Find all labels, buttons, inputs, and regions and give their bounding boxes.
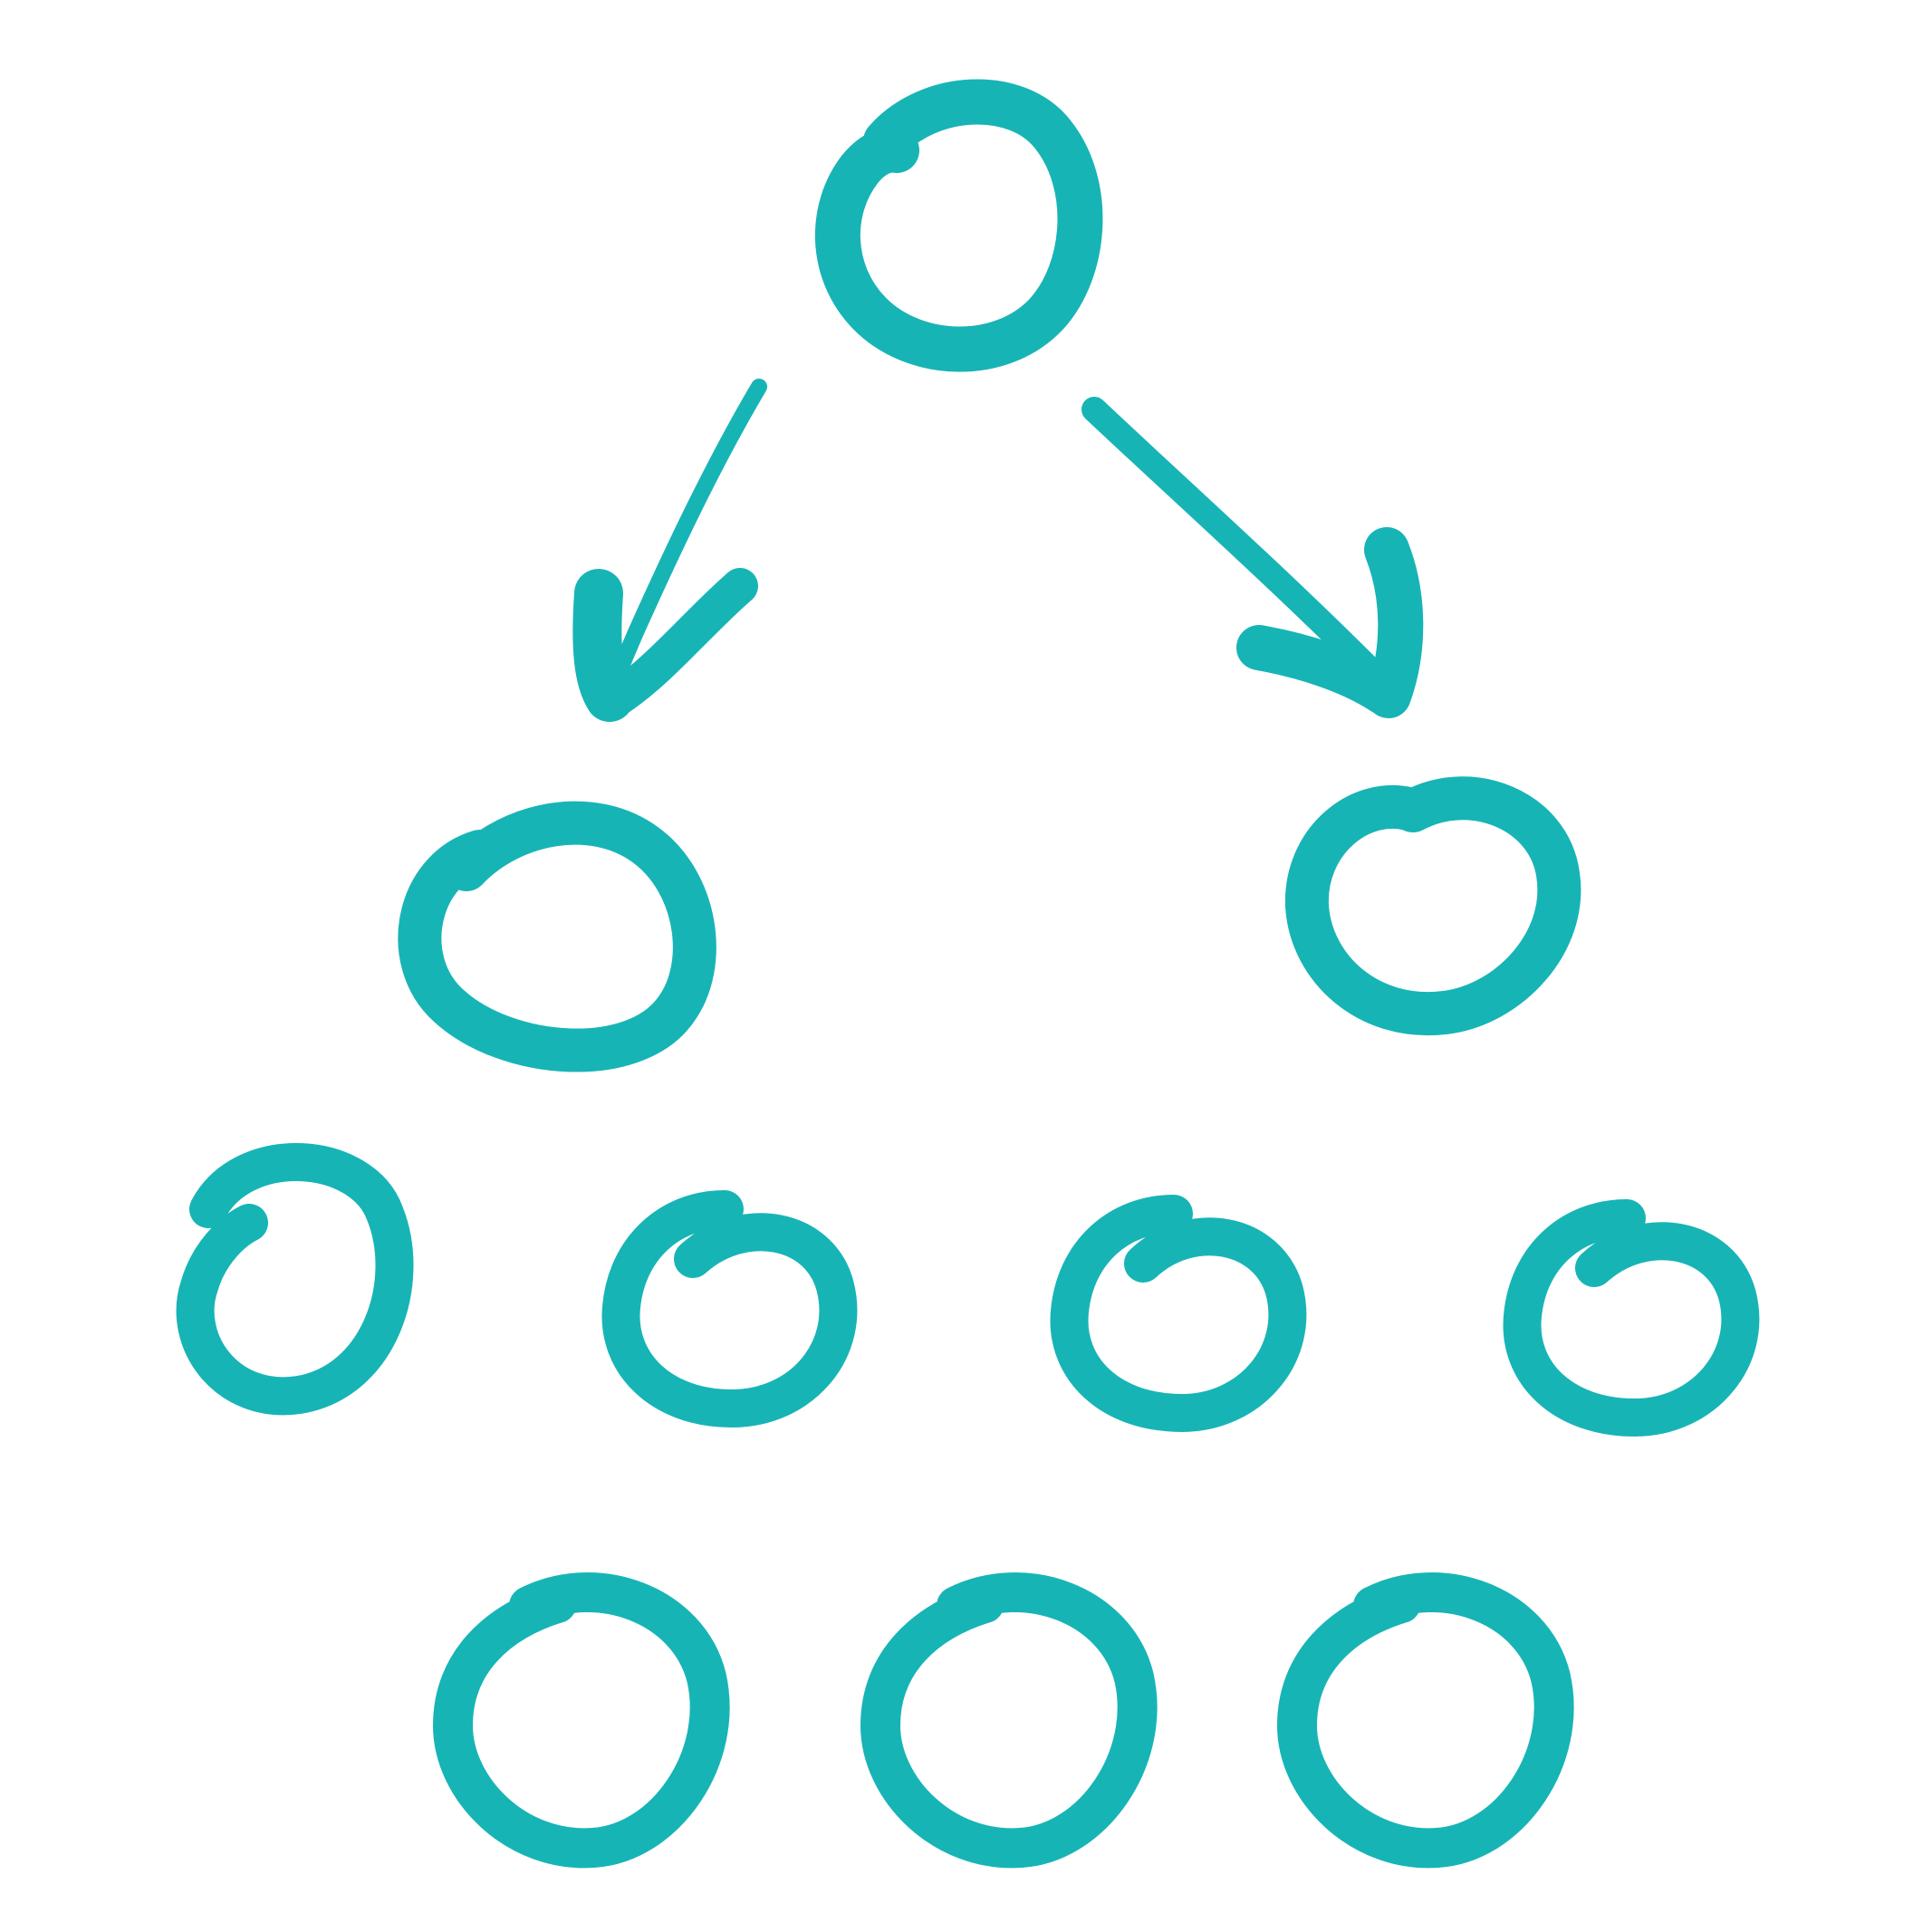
node-level3-1 (433, 1572, 730, 1869)
node-level2-3-outline (1050, 1195, 1307, 1432)
node-root (815, 79, 1103, 372)
arrow-root-to-left (572, 379, 767, 722)
arrow-left-head-left (572, 569, 634, 722)
node-level3-3 (1277, 1572, 1574, 1869)
node-level3-2-outline (860, 1572, 1158, 1869)
node-level2-2 (601, 1190, 858, 1427)
node-level2-1 (176, 1143, 414, 1416)
node-level3-3-outline (1277, 1572, 1574, 1869)
node-level1-right-outline (1284, 776, 1581, 1036)
arrow-right-shaft (1081, 397, 1394, 694)
arrow-left-head-right (601, 568, 758, 716)
node-level3-2 (860, 1572, 1158, 1869)
node-level2-3 (1050, 1195, 1307, 1432)
node-level1-left (398, 801, 716, 1072)
node-level2-4 (1503, 1199, 1760, 1437)
node-root-outline (815, 79, 1103, 372)
node-level2-1-outline (176, 1143, 414, 1416)
node-level1-right (1284, 776, 1581, 1036)
node-level1-left-outline (398, 801, 716, 1072)
arrow-right-head-bottom (1236, 625, 1406, 715)
node-level2-4-outline (1503, 1199, 1760, 1437)
arrow-root-to-right (1081, 397, 1424, 718)
node-level3-1-outline (433, 1572, 730, 1869)
node-level2-2-outline (601, 1190, 858, 1427)
